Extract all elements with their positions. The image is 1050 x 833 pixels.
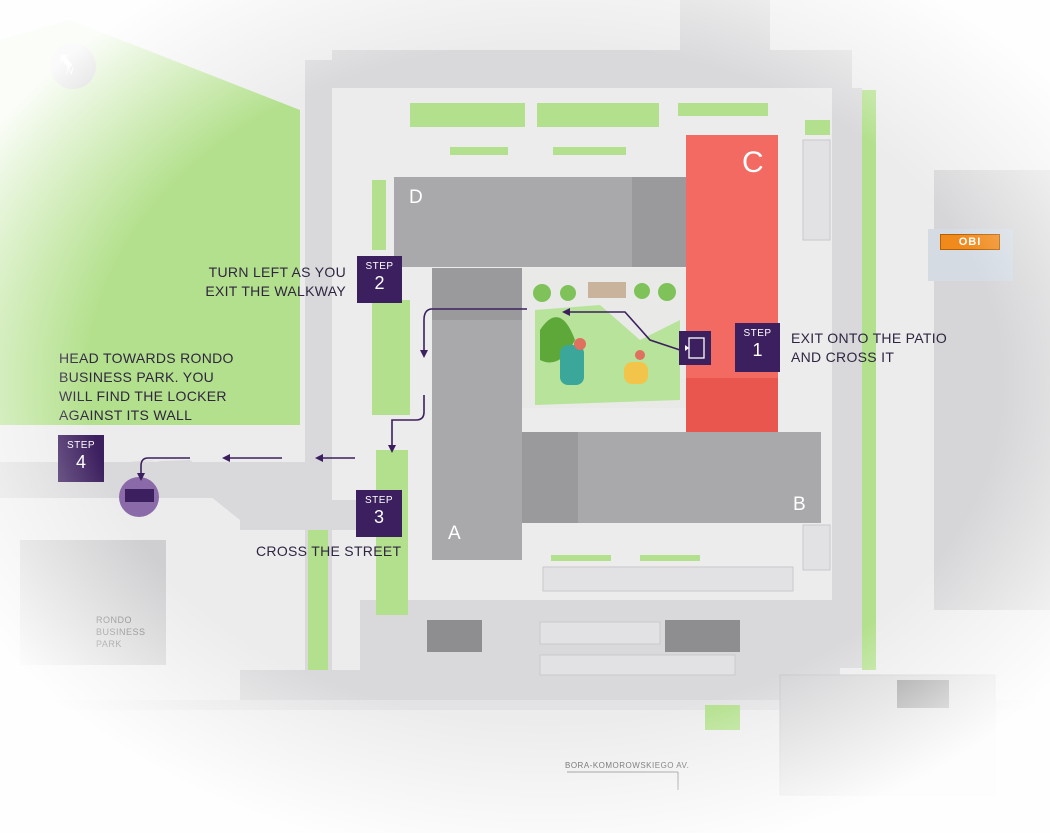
rondo-line-1: RONDO xyxy=(96,615,132,625)
building-c-label: C xyxy=(742,146,764,179)
ramp-right xyxy=(665,620,740,652)
compass-label: N xyxy=(66,66,74,77)
obi-store: OBI xyxy=(928,229,1013,281)
step-4-line-2: BUSINESS PARK. YOU xyxy=(59,369,215,385)
building-b-label: B xyxy=(793,494,806,515)
compass: ⬆ N xyxy=(50,43,96,89)
step-3-badge: STEP 3 xyxy=(356,490,402,537)
step-2-line-2: EXIT THE WALKWAY xyxy=(205,283,346,299)
step-2-line-1: TURN LEFT AS YOU xyxy=(208,264,346,280)
building-a-label: A xyxy=(448,523,461,544)
step-4-instruction: HEAD TOWARDS RONDO BUSINESS PARK. YOU WI… xyxy=(59,349,234,425)
step-2-badge: STEP 2 xyxy=(357,256,402,303)
step-2-number: 2 xyxy=(374,273,385,293)
building-d-label: D xyxy=(409,187,423,208)
step-1-word: STEP xyxy=(743,328,772,339)
street-name-label: BORA-KOMOROWSKIEGO AV. xyxy=(565,761,690,770)
step-3-word: STEP xyxy=(364,495,394,506)
step-4-line-3: WILL FIND THE LOCKER xyxy=(59,388,227,404)
step-2-instruction: TURN LEFT AS YOU EXIT THE WALKWAY xyxy=(196,263,346,301)
rondo-line-3: PARK xyxy=(96,639,122,649)
locker-icon xyxy=(125,489,154,502)
ramp-left xyxy=(427,620,482,652)
step-2-word: STEP xyxy=(365,261,394,272)
step-4-word: STEP xyxy=(66,440,96,451)
step-4-number: 4 xyxy=(75,452,86,472)
step-1-number: 1 xyxy=(752,340,763,360)
step-3-number: 3 xyxy=(373,507,384,527)
step-1-line-1: EXIT ONTO THE PATIO xyxy=(791,330,948,346)
rondo-business-park-label: RONDO BUSINESS PARK xyxy=(96,614,146,650)
ramp-parking xyxy=(897,680,949,708)
step-4-line-1: HEAD TOWARDS RONDO xyxy=(59,350,234,366)
step-3-line-1: CROSS THE STREET xyxy=(256,543,402,559)
step-1-line-2: AND CROSS IT xyxy=(791,349,895,365)
obi-sign: OBI xyxy=(940,234,1000,250)
step-3-instruction: CROSS THE STREET xyxy=(256,542,401,561)
exit-door-marker xyxy=(679,331,711,365)
step-4-badge: STEP 4 xyxy=(58,435,104,482)
step-1-badge: STEP 1 xyxy=(735,323,780,372)
step-4-line-4: AGAINST ITS WALL xyxy=(59,407,193,423)
rondo-line-2: BUSINESS xyxy=(96,627,146,637)
step-1-instruction: EXIT ONTO THE PATIO AND CROSS IT xyxy=(791,329,947,367)
